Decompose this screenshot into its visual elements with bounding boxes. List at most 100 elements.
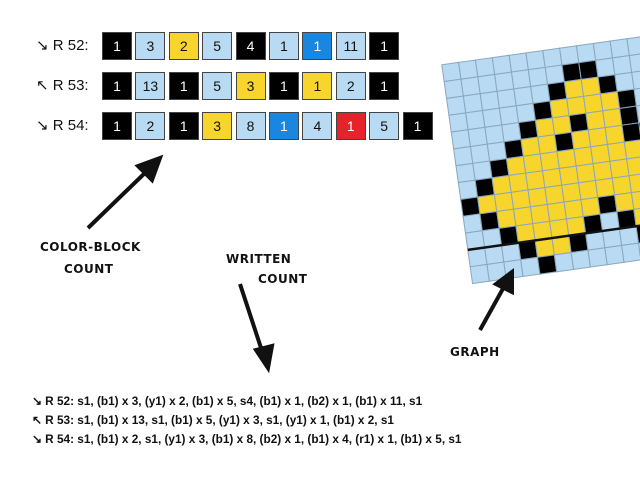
graph-cell bbox=[469, 263, 490, 285]
graph-cell bbox=[522, 153, 544, 174]
graph-cell bbox=[539, 150, 560, 172]
graph-cell bbox=[493, 191, 515, 213]
graph-cell bbox=[573, 146, 594, 167]
graph-cell bbox=[590, 143, 611, 165]
graph-cell bbox=[592, 160, 613, 182]
graph-cell bbox=[635, 223, 640, 244]
graph-cell bbox=[577, 179, 599, 201]
graph-cell bbox=[530, 83, 551, 104]
graph-cell bbox=[494, 71, 515, 92]
graph-cell bbox=[460, 76, 481, 97]
graph-cell bbox=[479, 90, 500, 112]
graph-cell bbox=[551, 114, 573, 136]
color-block-cell: 11 bbox=[335, 32, 366, 60]
graph-cell bbox=[520, 136, 541, 157]
color-block-cell: 1 bbox=[168, 72, 199, 100]
graph-cell bbox=[445, 95, 467, 116]
color-block-cell: 2 bbox=[135, 112, 166, 140]
graph-cell bbox=[544, 184, 565, 205]
graph-cell bbox=[498, 105, 520, 126]
color-block-label: COLOR-BLOCK bbox=[40, 240, 141, 254]
color-block-cell: 2 bbox=[335, 72, 366, 100]
graph-cell bbox=[575, 163, 596, 184]
graph-cell bbox=[549, 98, 570, 119]
graph-cell bbox=[633, 86, 640, 107]
graph-cell bbox=[587, 127, 609, 148]
color-block-cell: 3 bbox=[202, 112, 233, 140]
graph-cell bbox=[501, 122, 522, 143]
color-block-cell: 1 bbox=[102, 32, 132, 60]
graph-cell bbox=[515, 102, 536, 124]
graph-cell bbox=[542, 47, 563, 68]
color-block-cell: 5 bbox=[202, 32, 233, 60]
graph-cell bbox=[525, 49, 546, 71]
graph-cell bbox=[570, 129, 592, 150]
graph-cell bbox=[474, 57, 496, 78]
knitting-graph bbox=[441, 35, 640, 285]
graph-cell bbox=[465, 109, 486, 131]
graph-cell bbox=[609, 158, 630, 179]
row-label-r53: ↖ R 53: bbox=[36, 77, 89, 94]
graph-cell bbox=[604, 244, 625, 266]
graph-cell bbox=[534, 117, 556, 138]
graph-cell bbox=[508, 52, 529, 73]
graph-cell bbox=[626, 155, 640, 177]
graph-cell bbox=[448, 112, 469, 133]
graph-cell bbox=[532, 100, 553, 121]
graph-cell bbox=[546, 81, 568, 102]
graph-label: GRAPH bbox=[450, 345, 500, 359]
graph-cell bbox=[510, 189, 531, 210]
arrow-to-written bbox=[238, 283, 275, 374]
graph-cell bbox=[631, 69, 640, 90]
color-block-cell: 1 bbox=[302, 72, 333, 100]
graph-cell bbox=[544, 64, 565, 85]
graph-cell bbox=[611, 175, 632, 196]
graph-cell bbox=[599, 91, 621, 112]
graph-cell bbox=[558, 165, 580, 186]
graph-cell bbox=[479, 210, 500, 232]
graph-cell bbox=[527, 187, 548, 208]
graph-cell bbox=[484, 124, 505, 145]
written-label: WRITTEN bbox=[226, 252, 292, 266]
color-block-cell: 1 bbox=[268, 112, 299, 140]
graph-cell bbox=[563, 78, 585, 100]
color-block-cell: 1 bbox=[369, 32, 400, 60]
graph-cell bbox=[503, 138, 524, 160]
graph-cell bbox=[568, 112, 589, 133]
graph-cell bbox=[554, 131, 575, 153]
graph-cell bbox=[606, 141, 628, 162]
graph-cell bbox=[592, 40, 614, 61]
graph-cell bbox=[553, 251, 575, 273]
graph-cell bbox=[623, 139, 640, 160]
graph-cell bbox=[570, 249, 591, 270]
graph-cell bbox=[443, 78, 464, 99]
graph-cell bbox=[450, 129, 472, 150]
graph-cell bbox=[556, 148, 577, 169]
graph-cell bbox=[486, 141, 508, 162]
graph-cell bbox=[582, 93, 604, 114]
graph-cell bbox=[457, 179, 479, 200]
color-block-cell: 3 bbox=[135, 32, 166, 60]
graph-cell bbox=[477, 73, 498, 95]
graph-cell bbox=[594, 177, 616, 198]
graph-cell bbox=[566, 95, 587, 117]
graph-cell bbox=[505, 155, 527, 177]
graph-cell bbox=[441, 61, 462, 83]
graph-cell bbox=[628, 52, 640, 73]
graph-cell bbox=[563, 199, 584, 220]
graph-cell bbox=[575, 42, 597, 64]
graph-cell bbox=[496, 208, 517, 229]
color-block-cell: 8 bbox=[235, 112, 266, 140]
graph-cell bbox=[529, 203, 551, 225]
color-block-cell: 2 bbox=[168, 32, 199, 60]
color-block-cell: 5 bbox=[369, 112, 400, 140]
graph-cell bbox=[481, 107, 503, 128]
graph-cell bbox=[462, 213, 483, 234]
graph-cell bbox=[580, 76, 601, 97]
graph-cell bbox=[633, 206, 640, 227]
graph-cell bbox=[476, 194, 498, 215]
graph-cell bbox=[518, 119, 539, 141]
